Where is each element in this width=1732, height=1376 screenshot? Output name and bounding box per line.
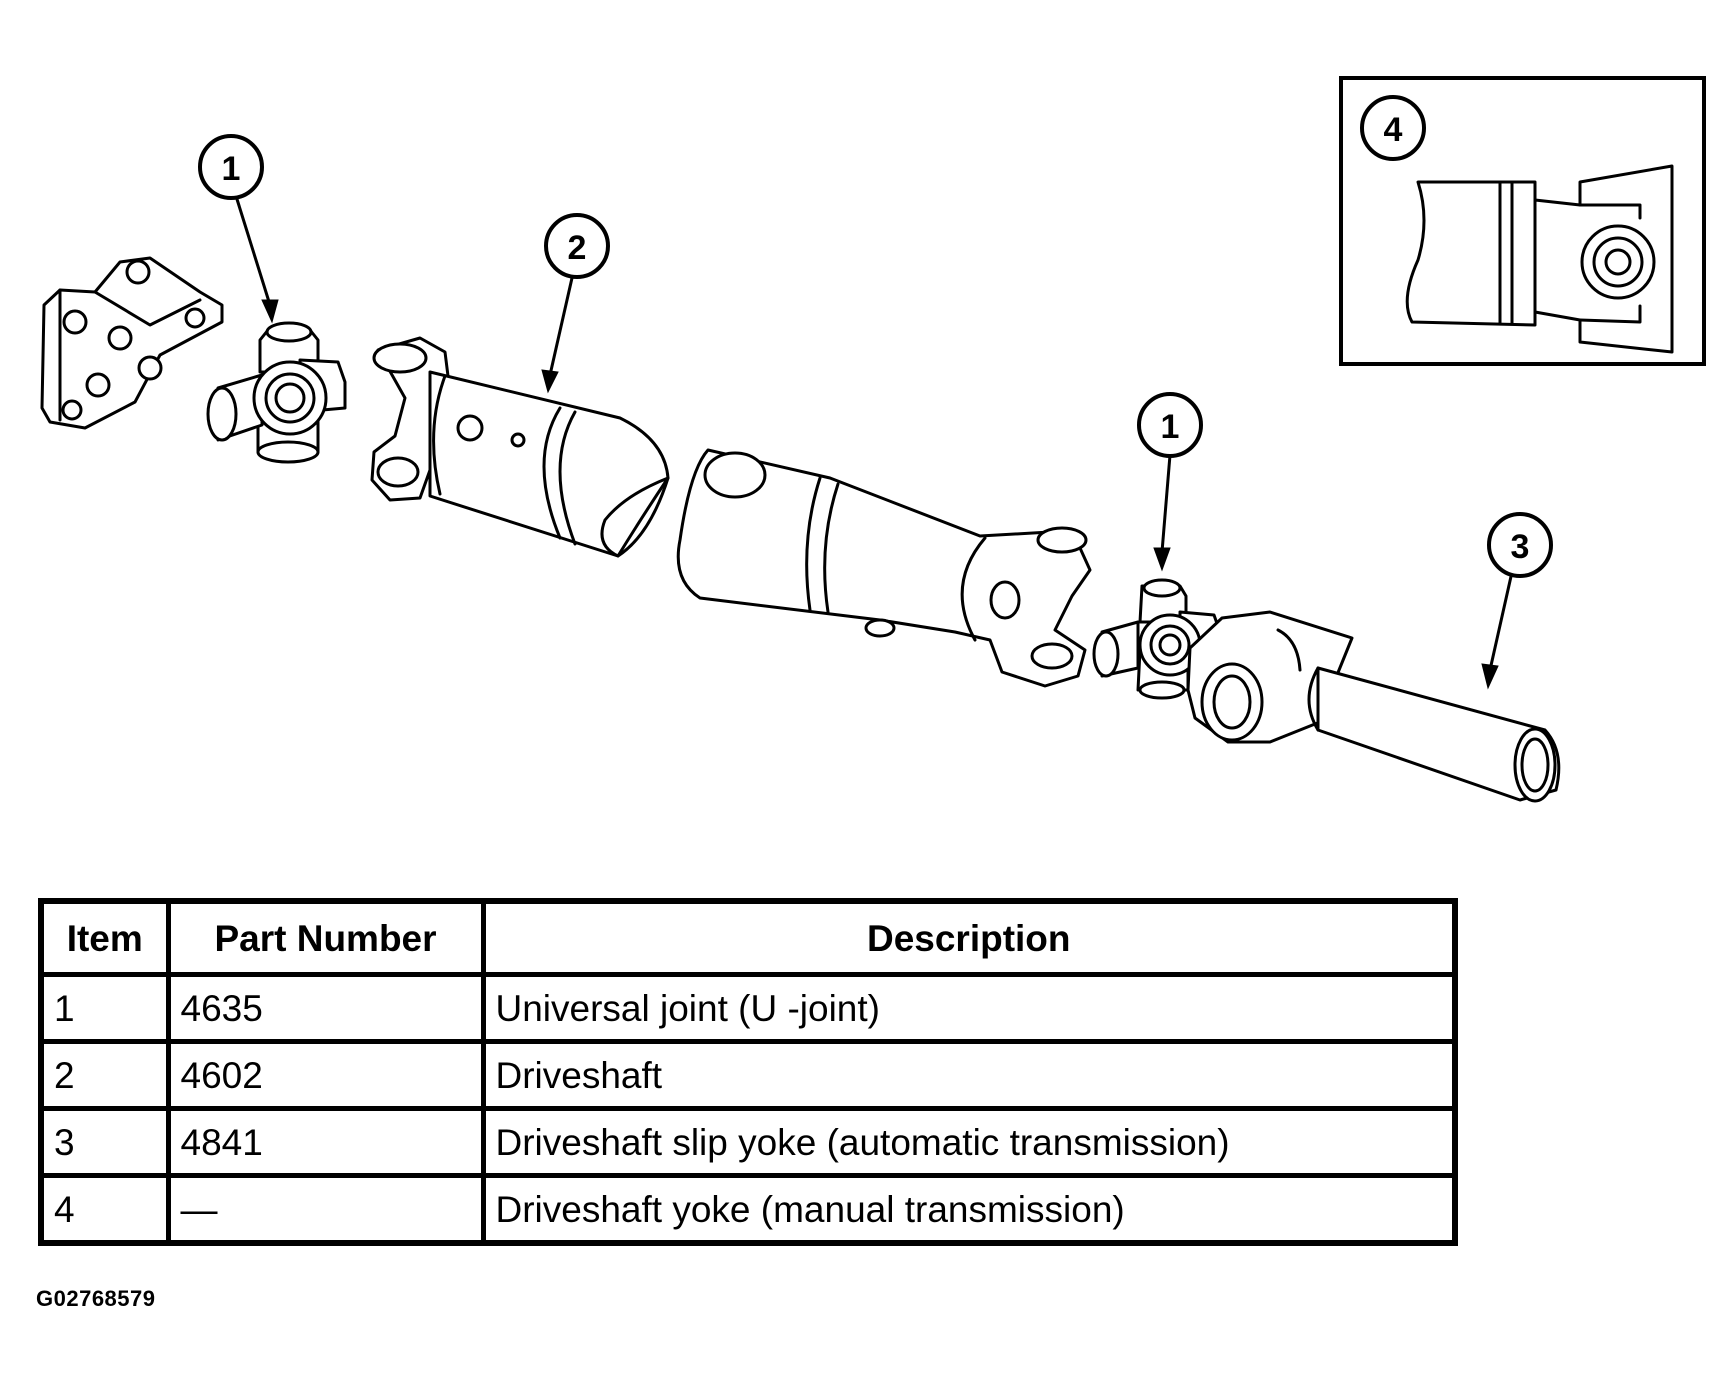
cell-description: Driveshaft yoke (manual transmission) [480, 1173, 1458, 1246]
callout-slip-yoke-label: 3 [1511, 528, 1530, 566]
u-joint-front [206, 321, 347, 464]
cell-item: 4 [38, 1173, 171, 1246]
cell-description: Universal joint (U -joint) [480, 972, 1458, 1044]
leader-u-joint-rear [1153, 454, 1172, 572]
callout-slip-yoke: 3 [1487, 512, 1553, 578]
callout-driveshaft-label: 2 [568, 229, 587, 267]
driveshaft-rear-section [676, 448, 1092, 688]
driveshaft-front-section [370, 336, 670, 558]
callout-driveshaft: 2 [544, 213, 610, 279]
callout-u-joint-rear: 1 [1137, 392, 1203, 458]
callout-u-joint-rear-label: 1 [1161, 408, 1180, 446]
cell-part-number: 4635 [165, 972, 486, 1044]
inset-driveshaft-yoke [1405, 164, 1674, 354]
cell-part-number: — [165, 1173, 486, 1246]
header-part-number: Part Number [165, 898, 486, 977]
callout-u-joint-front: 1 [198, 134, 264, 200]
leader-driveshaft [541, 277, 574, 394]
cell-part-number: 4841 [165, 1106, 486, 1178]
cell-item: 3 [38, 1106, 171, 1178]
cell-description: Driveshaft slip yoke (automatic transmis… [480, 1106, 1458, 1178]
callout-u-joint-front-label: 1 [222, 150, 241, 188]
table-row: 2 4602 Driveshaft [38, 1039, 1458, 1111]
table-row: 3 4841 Driveshaft slip yoke (automatic t… [38, 1106, 1458, 1178]
leader-u-joint-front [234, 195, 279, 324]
pinion-flange [40, 256, 224, 430]
cell-item: 2 [38, 1039, 171, 1111]
cell-item: 1 [38, 972, 171, 1044]
header-item: Item [38, 898, 171, 977]
table-row: 4 — Driveshaft yoke (manual transmission… [38, 1173, 1458, 1246]
driveshaft-exploded-diagram: 1 2 1 3 4 [40, 76, 1706, 803]
cell-part-number: 4602 [165, 1039, 486, 1111]
table-row: 1 4635 Universal joint (U -joint) [38, 972, 1458, 1044]
leader-slip-yoke [1481, 571, 1514, 690]
parts-table: Item Part Number Description 1 4635 Univ… [38, 898, 1458, 1246]
table-header-row: Item Part Number Description [38, 898, 1458, 977]
figure-code: G02768579 [36, 1286, 156, 1311]
cell-description: Driveshaft [480, 1039, 1458, 1111]
slip-yoke [1186, 610, 1561, 803]
header-description: Description [480, 898, 1458, 977]
callout-inset-yoke-label: 4 [1384, 111, 1403, 149]
callout-inset-yoke: 4 [1360, 95, 1426, 161]
